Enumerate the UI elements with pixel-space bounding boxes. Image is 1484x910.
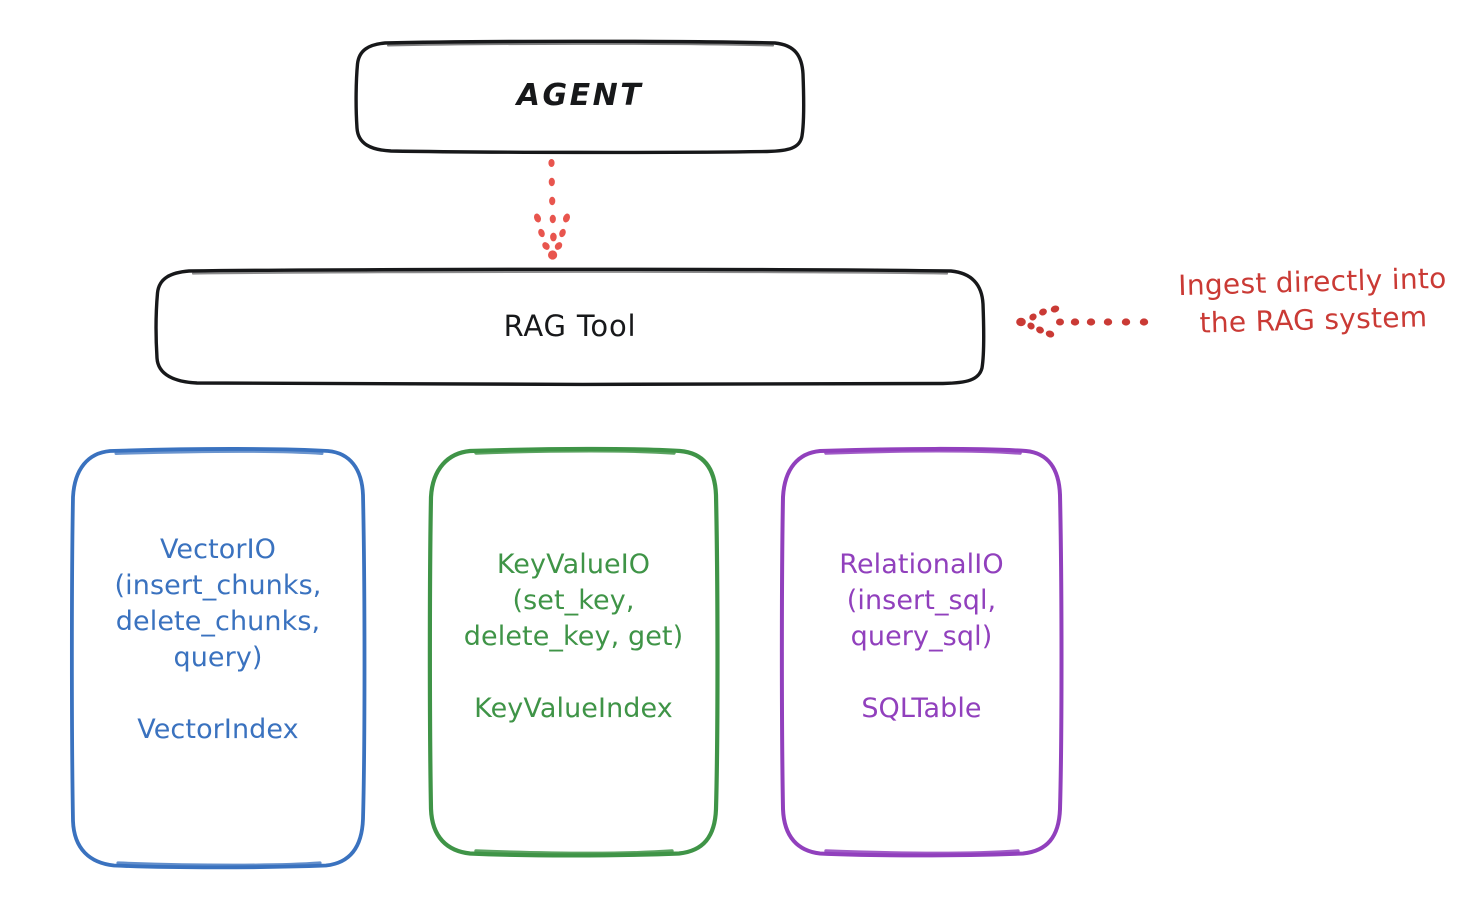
vector-store-node-label: VectorIO (insert_chunks, delete_chunks, … [114, 534, 322, 745]
connector-dots [533, 159, 571, 260]
relational-store-node[interactable]: RelationalIO (insert_sql, query_sql) SQL… [779, 446, 1064, 858]
relational-store-node-label: RelationalIO (insert_sql, query_sql) SQL… [839, 549, 1004, 724]
vector-store-node[interactable]: VectorIO (insert_chunks, delete_chunks, … [69, 447, 367, 870]
agent-node[interactable]: AGENT [354, 39, 806, 155]
agent-to-ragtool-connector [533, 159, 571, 260]
rag-tool-node-label: RAG Tool [503, 308, 637, 343]
keyvalue-store-node-label: KeyValueIO (set_key, delete_key, get) Ke… [463, 549, 684, 724]
ingest-arrow-icon [1016, 305, 1149, 338]
keyvalue-store-node[interactable]: KeyValueIO (set_key, delete_key, get) Ke… [427, 446, 720, 858]
rag-tool-node[interactable]: RAG Tool [154, 267, 986, 387]
agent-node-label: AGENT [516, 78, 644, 114]
ingest-annotation: Ingest directly into the RAG system [1016, 262, 1476, 378]
ingest-annotation-label: Ingest directly into the RAG system [1177, 261, 1448, 340]
